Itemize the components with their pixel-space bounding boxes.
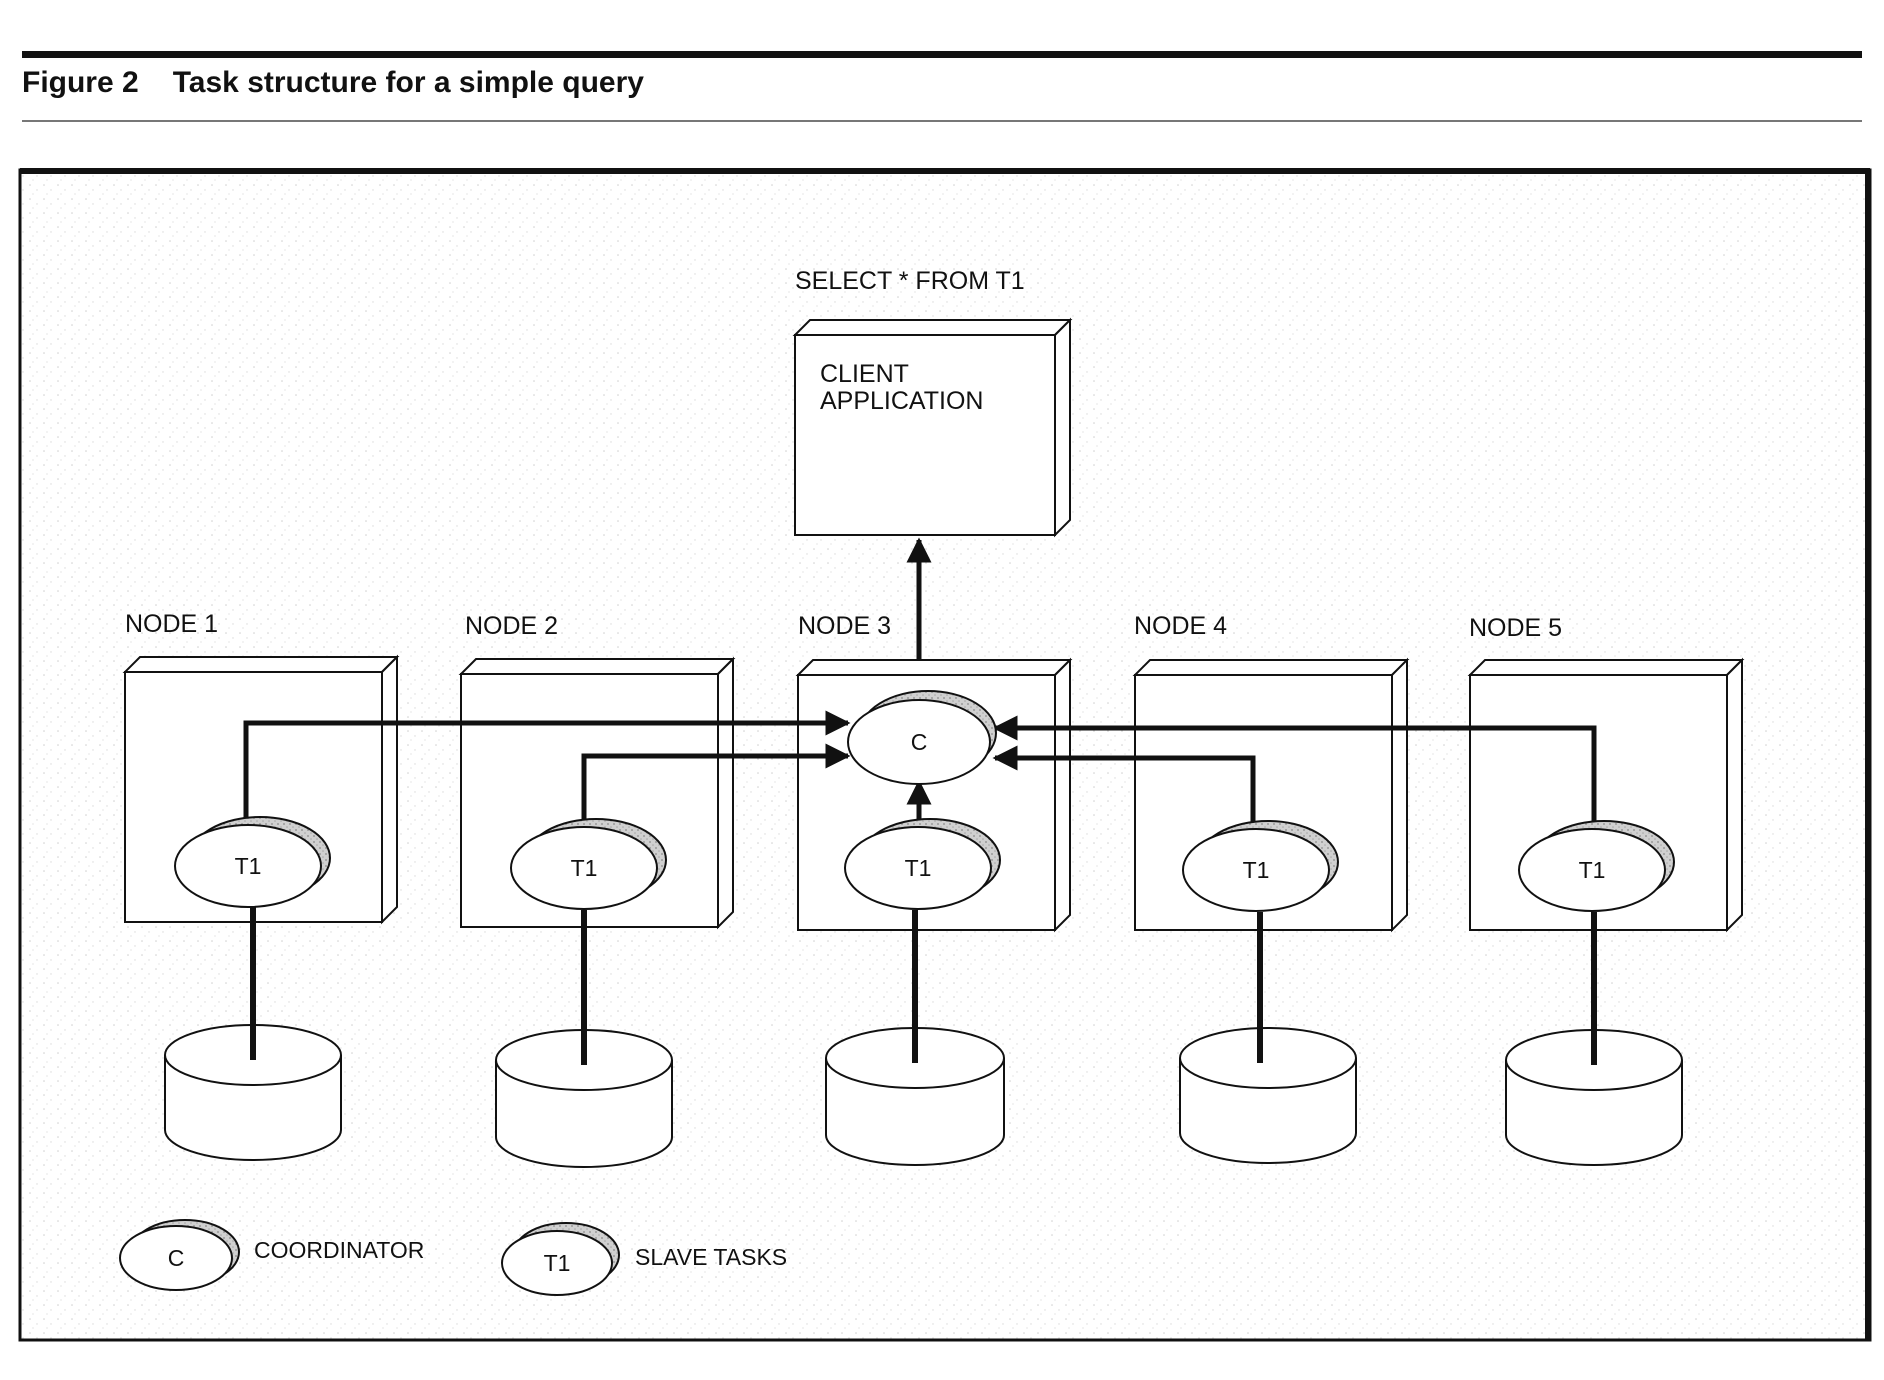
coordinator-task: C: [847, 690, 997, 785]
node-4-label: NODE 4: [1134, 612, 1227, 640]
slave-task-node-1: T1: [174, 816, 331, 908]
disk-node-1: [164, 1024, 342, 1161]
arrow-node-5-to-coordinator: [992, 715, 1597, 825]
figure-number: Figure 2: [22, 66, 139, 99]
caption-bottom-rule: [22, 120, 1862, 122]
legend-slave-symbol: T1: [544, 1250, 571, 1276]
client-label-line2: APPLICATION: [820, 387, 983, 415]
legend-slave-label: SLAVE TASKS: [635, 1244, 787, 1270]
arrow-node-2-to-coordinator: [581, 743, 851, 825]
query-text: SELECT * FROM T1: [795, 267, 1025, 295]
figure-title: Task structure for a simple query: [172, 66, 644, 99]
slave-task-label-2: T1: [571, 855, 598, 881]
legend-coordinator-label: COORDINATOR: [254, 1237, 424, 1263]
slave-task-node-3: T1: [844, 818, 1001, 910]
node-2-label: NODE 2: [465, 612, 558, 640]
arrow-node-4-to-coordinator: [992, 745, 1256, 825]
figure-caption: Figure 2 Task structure for a simple quer…: [22, 66, 644, 100]
disk-node-4: [1179, 1027, 1357, 1164]
legend-coordinator-symbol: C: [168, 1245, 185, 1271]
slave-task-label-3: T1: [905, 855, 932, 881]
slave-task-node-5: T1: [1518, 820, 1675, 912]
coordinator-symbol: C: [911, 729, 928, 755]
legend-coordinator: C COORDINATOR: [119, 1219, 424, 1291]
arrow-node-1-to-coordinator: [243, 710, 851, 825]
legend-slave-tasks: T1 SLAVE TASKS: [501, 1222, 787, 1296]
slave-task-label-1: T1: [235, 853, 262, 879]
slave-task-node-2: T1: [510, 818, 667, 910]
slave-task-label-4: T1: [1243, 857, 1270, 883]
client-label-line1: CLIENT: [820, 360, 909, 388]
caption-top-rule: [22, 51, 1862, 58]
node-3-label: NODE 3: [798, 612, 891, 640]
slave-task-label-5: T1: [1579, 857, 1606, 883]
client-application-box: CLIENT APPLICATION: [792, 317, 1073, 538]
node-1-label: NODE 1: [125, 610, 218, 638]
node-5-label: NODE 5: [1469, 614, 1562, 642]
slave-task-node-4: T1: [1182, 820, 1339, 912]
